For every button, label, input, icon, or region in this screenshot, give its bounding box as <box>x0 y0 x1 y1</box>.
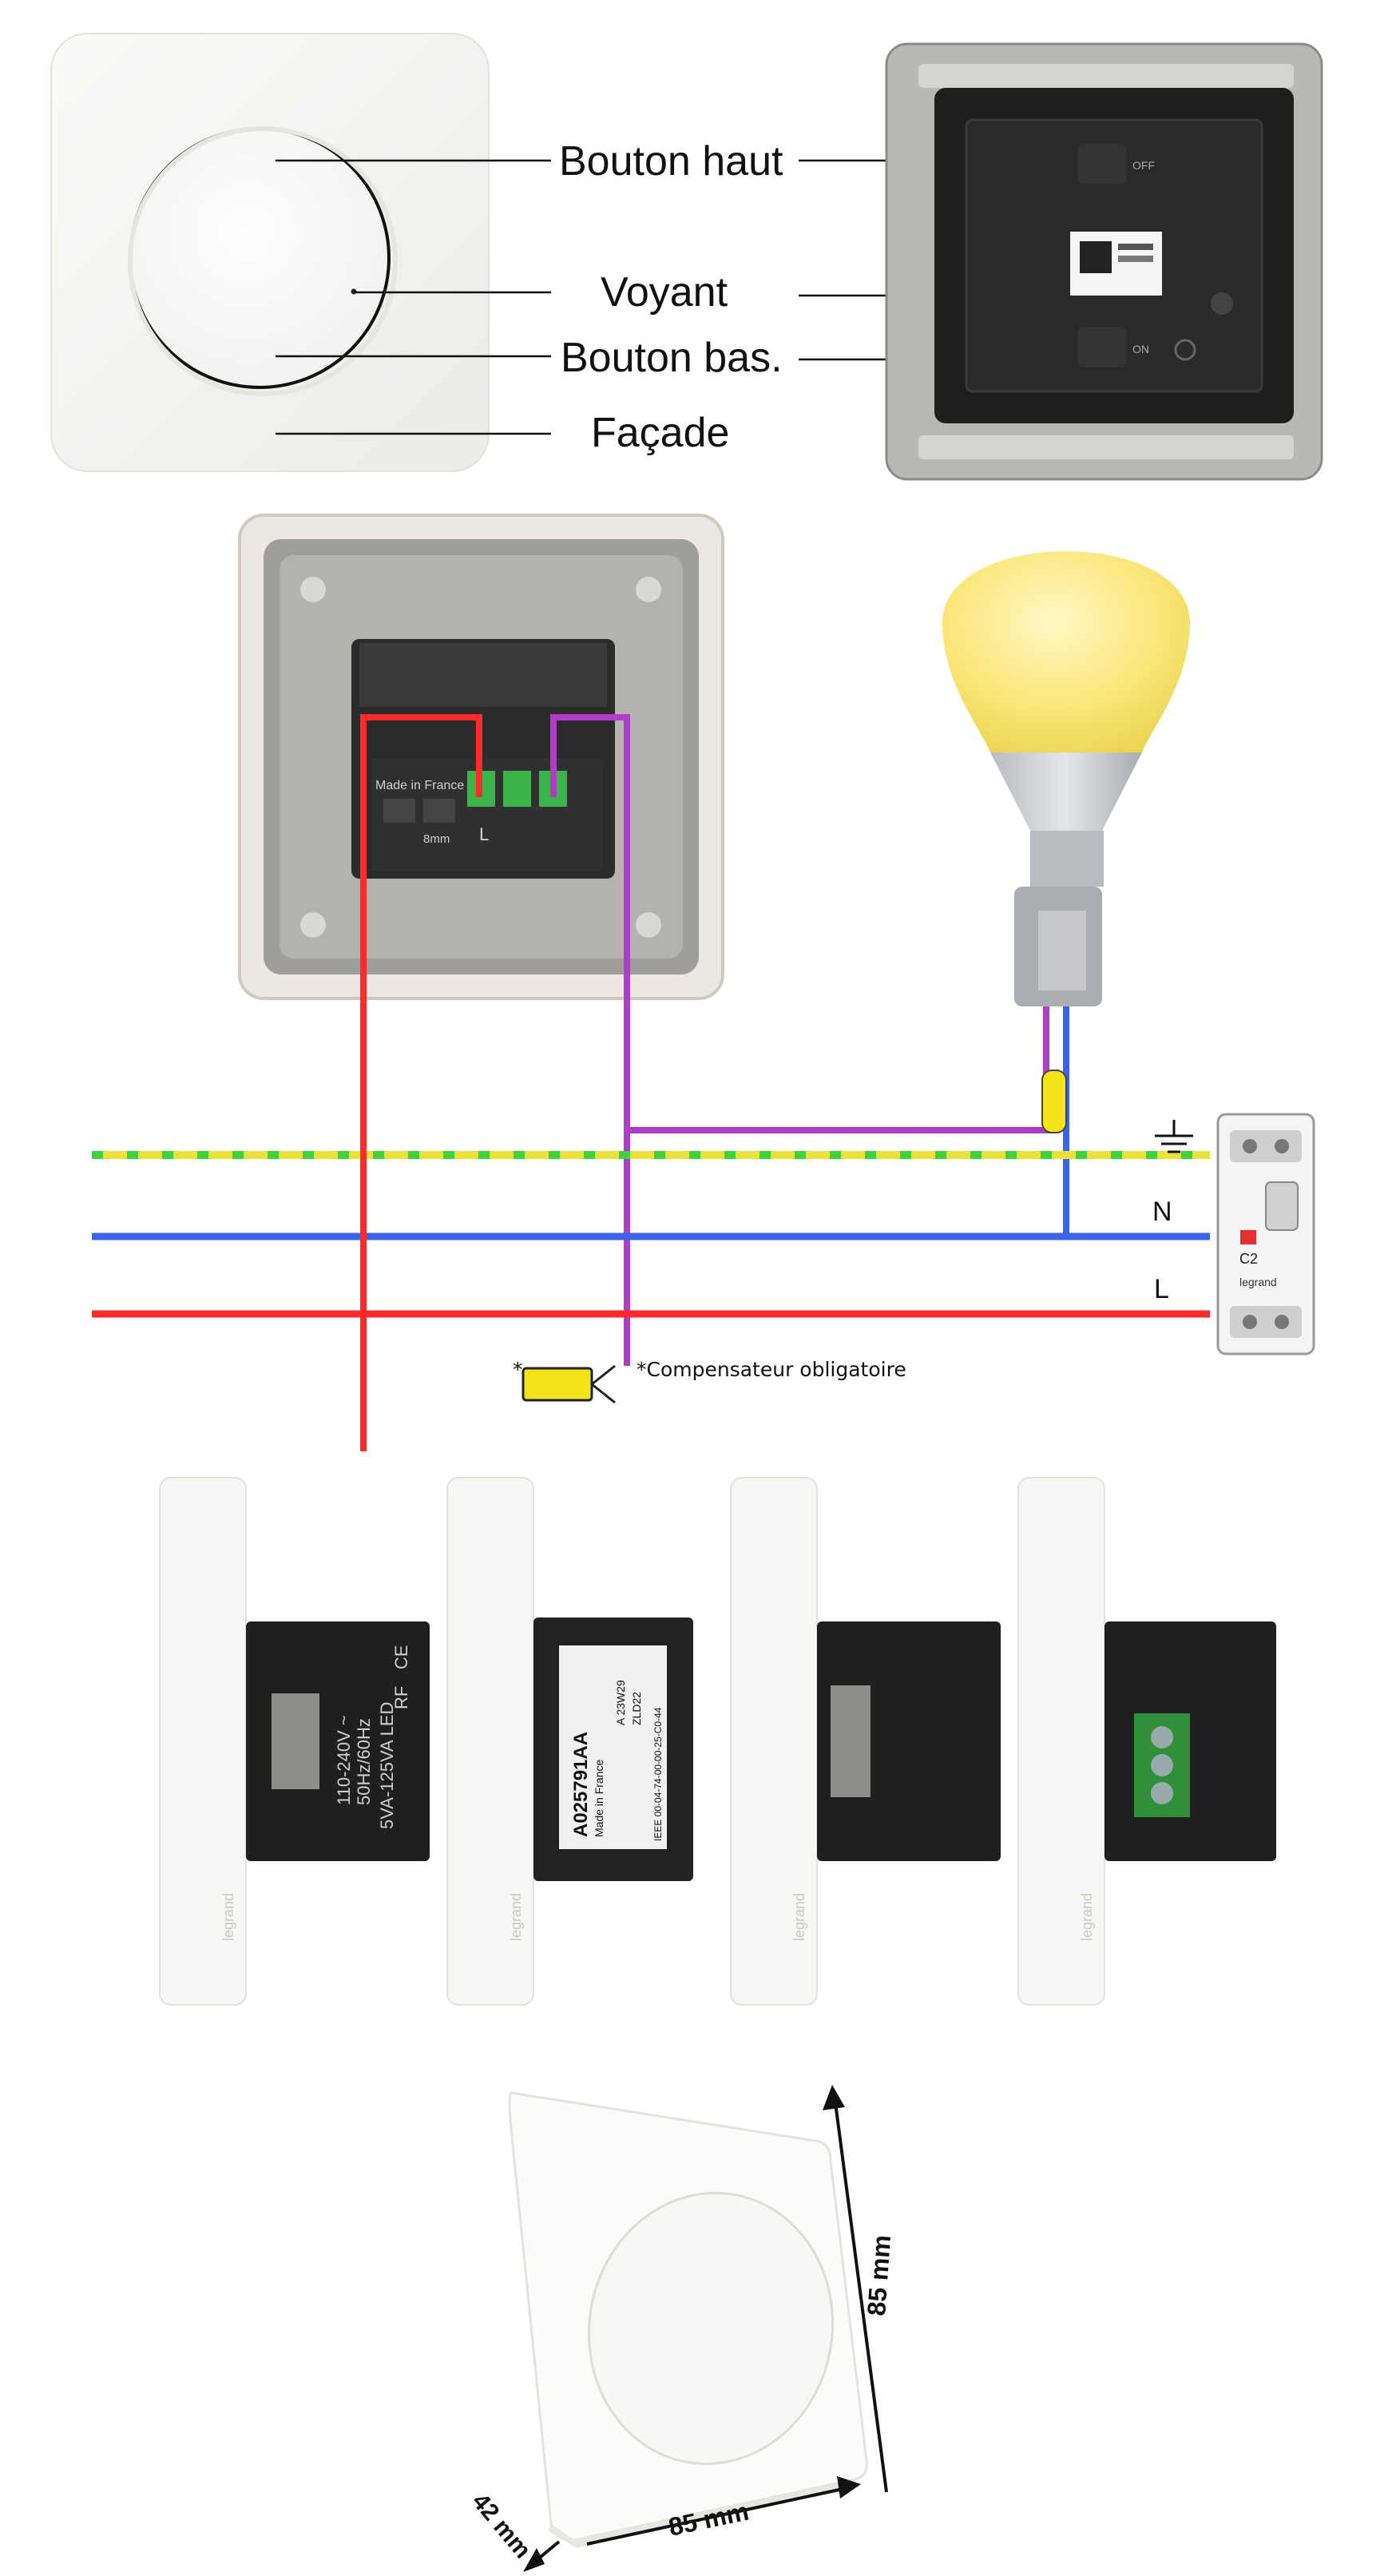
height-arrow <box>833 2096 888 2493</box>
dimensions-drawing: 85 mm 85 mm 42 mm <box>467 2085 896 2572</box>
breaker-rating: C2 <box>1239 1251 1258 1267</box>
breaker-brand: legrand <box>1239 1276 1277 1288</box>
rating-rf: RF <box>391 1686 411 1709</box>
ref-code: ZLD22 <box>630 1692 643 1725</box>
brand-print-3: legrand <box>791 1893 807 1941</box>
neutral-label: N <box>1152 1197 1172 1227</box>
brand-print-4: legrand <box>1079 1893 1095 1941</box>
terminal-l-print: L <box>479 824 489 844</box>
ref-number: A025791AA <box>570 1732 592 1837</box>
brand-print-1: legrand <box>220 1893 236 1941</box>
compensator-note: *Compensateur obligatoire <box>637 1358 906 1381</box>
live-label: L <box>1154 1274 1169 1304</box>
led-bulb <box>942 551 1190 1006</box>
side-views-section: legrand legrand legrand legrand 110-240V… <box>0 1462 1396 2021</box>
label-facade: Façade <box>591 410 730 456</box>
ref-ieee: IEEE 00-04-74-00-00-25-C0-44 <box>652 1707 664 1841</box>
wiring-section: Made in France 8mm L N <box>0 495 1396 1454</box>
dimmer-knob-perspective <box>587 2192 835 2465</box>
side-view-3 <box>730 1477 1001 2006</box>
made-in-france-print: Made in France <box>375 779 464 792</box>
strip-length-print: 8mm <box>423 832 450 846</box>
knob-shadow-ring <box>128 126 398 396</box>
label-voyant: Voyant <box>601 269 728 316</box>
ref-made-in: Made in France <box>593 1760 605 1837</box>
wiring-drawing: Made in France 8mm L N <box>92 514 1315 1451</box>
mechanism-back-view: OFF ON <box>885 42 1323 481</box>
side-view-4 <box>1017 1477 1276 2006</box>
circuit-breaker <box>1216 1113 1315 1355</box>
switched-wire <box>550 714 630 1366</box>
front-plate-section: OFF ON Bouton haut Voyant Bouton bas. Fa… <box>0 0 1396 495</box>
label-bouton-haut: Bouton haut <box>559 138 783 185</box>
voyant-dot <box>351 288 357 295</box>
width-arrow <box>586 2487 847 2546</box>
earth-symbol <box>1155 1120 1193 1153</box>
compensator-on-lamp <box>1041 1070 1067 1133</box>
rating-line-2: 50Hz/60Hz <box>354 1718 374 1805</box>
side-views-drawing: legrand legrand legrand legrand 110-240V… <box>159 1477 1276 2006</box>
front-plate-drawing: OFF ON <box>50 33 1323 481</box>
side-view-2 <box>446 1477 693 2006</box>
rating-line-3: 5VA-125VA LED <box>377 1702 397 1829</box>
depth-dimension: 42 mm <box>467 2488 536 2563</box>
svg-text:OFF: OFF <box>1132 159 1155 172</box>
dimensions-section: 85 mm 85 mm 42 mm <box>0 2053 1396 2576</box>
rating-ce: CE <box>391 1645 411 1669</box>
brand-print-2: legrand <box>508 1893 524 1941</box>
rating-line-1: 110-240V ~ <box>334 1715 354 1805</box>
plate-perspective <box>508 2091 868 2548</box>
height-dimension: 85 mm <box>862 2234 896 2317</box>
side-view-1 <box>159 1477 430 2006</box>
switched-to-lamp <box>627 1006 1049 1133</box>
compensator-legend-symbol <box>522 1364 616 1404</box>
ref-batch: A 23W29 <box>614 1680 627 1725</box>
svg-text:ON: ON <box>1132 343 1149 355</box>
compensator-star: * <box>513 1358 523 1381</box>
label-bouton-bas: Bouton bas. <box>561 335 783 381</box>
